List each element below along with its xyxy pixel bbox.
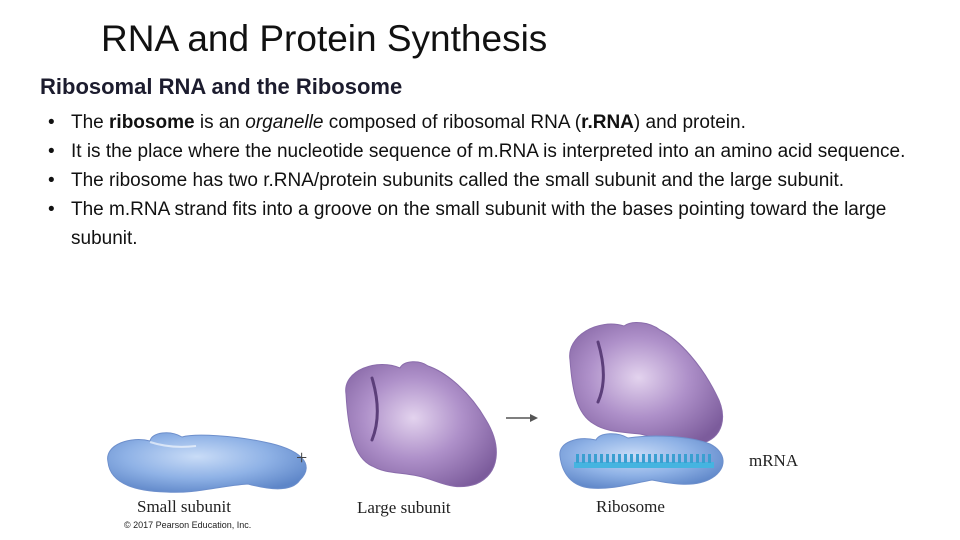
small-subunit-shape (107, 432, 307, 493)
mrna-base (576, 454, 579, 463)
mrna-base (648, 454, 651, 463)
bullet-text: The m.RNA strand fits into a groove on t… (71, 199, 887, 249)
plus-sign: + (296, 447, 308, 469)
arrow-icon (506, 414, 538, 422)
large-subunit-label: Large subunit (357, 498, 451, 517)
mrna-label: mRNA (749, 451, 799, 470)
mrna-base (660, 454, 663, 463)
bullet-item: • The m.RNA strand fits into a groove on … (40, 195, 940, 253)
mrna-base (666, 454, 669, 463)
mrna-base (642, 454, 645, 463)
mrna-base (588, 454, 591, 463)
bullet-text: The ribosome is an organelle composed of… (71, 112, 746, 133)
bullet-item: • The ribosome has two r.RNA/protein subu… (40, 166, 940, 195)
mrna-base (654, 454, 657, 463)
mrna-base (708, 454, 711, 463)
mrna-base (690, 454, 693, 463)
bullet-dot: • (48, 199, 55, 220)
mrna-base (678, 454, 681, 463)
bullet-list: • The ribosome is an organelle composed o… (40, 108, 940, 253)
mrna-bases (576, 454, 711, 463)
mrna-base (582, 454, 585, 463)
large-subunit-shape (345, 361, 497, 488)
mrna-base (630, 454, 633, 463)
mrna-base (702, 454, 705, 463)
bullet-dot: • (48, 141, 55, 162)
small-subunit-label: Small subunit (137, 497, 231, 516)
mrna-base (618, 454, 621, 463)
bullet-dot: • (48, 112, 55, 133)
mrna-base (684, 454, 687, 463)
bullet-item: • It is the place where the nucleotide se… (40, 137, 940, 166)
slide-title: RNA and Protein Synthesis (101, 18, 548, 59)
copyright-notice: © 2017 Pearson Education, Inc. (124, 520, 252, 530)
ribosome-label: Ribosome (596, 497, 665, 516)
mrna-base (600, 454, 603, 463)
ribosome-shape (559, 322, 724, 489)
mrna-base (624, 454, 627, 463)
mrna-base (606, 454, 609, 463)
bullet-dot: • (48, 170, 55, 191)
bullet-text: It is the place where the nucleotide seq… (71, 141, 906, 162)
mrna-base (612, 454, 615, 463)
mrna-strand (574, 454, 714, 468)
mrna-base (672, 454, 675, 463)
mrna-base (594, 454, 597, 463)
mrna-base (696, 454, 699, 463)
slide-subtitle: Ribosomal RNA and the Ribosome (40, 74, 403, 99)
mrna-base (636, 454, 639, 463)
bullet-item: • The ribosome is an organelle composed o… (40, 108, 940, 137)
bullet-text: The ribosome has two r.RNA/protein subun… (71, 170, 845, 191)
